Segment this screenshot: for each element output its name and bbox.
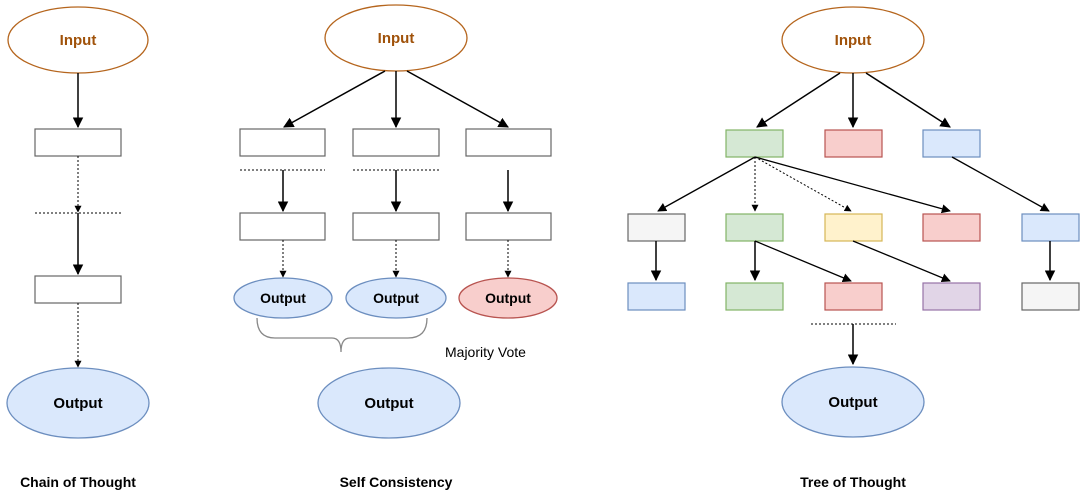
tot-l1-red <box>824 129 883 158</box>
sc-arrow-left <box>283 70 386 128</box>
tree-of-thought-section: Input Output <box>627 6 1080 490</box>
sc-arrow-right <box>406 70 509 128</box>
sc-title: Self Consistency <box>340 474 453 490</box>
sc-branch3-thought1 <box>465 128 552 157</box>
tot-edge-green-yellow <box>754 156 852 212</box>
tot-edge-green-red <box>754 156 951 214</box>
sc-final-output-label: Output <box>364 395 413 412</box>
tot-output-label: Output <box>828 394 877 411</box>
tot-arrow-l1-a <box>756 72 841 128</box>
tot-output-node <box>781 366 925 438</box>
sc-branch1-output-label: Output <box>260 290 306 306</box>
tot-l3-gray <box>1021 282 1080 311</box>
tot-l2-green <box>725 213 784 242</box>
tot-arrow-l1-c <box>865 72 951 128</box>
sc-branch3-output <box>458 277 558 319</box>
tot-l3-red <box>824 282 883 311</box>
tot-edge-blue-blue <box>951 156 1050 212</box>
tot-l2-gray <box>627 213 686 242</box>
self-consistency-section: Input Output Output Output Majority Vote… <box>233 4 558 490</box>
sc-majority-brace <box>256 317 428 353</box>
sc-input-label: Input <box>378 30 415 47</box>
sc-branch3-thought2 <box>465 212 552 241</box>
tot-l2-red <box>922 213 981 242</box>
tot-l2-blue <box>1021 213 1080 242</box>
sc-branch2-output <box>345 277 447 319</box>
cot-thought-2 <box>34 275 122 304</box>
tot-edge-green-gray <box>657 156 756 212</box>
sc-branch2-thought2 <box>352 212 440 241</box>
tot-l3-purple <box>922 282 981 311</box>
cot-thought-1 <box>34 128 122 157</box>
sc-branch1-thought2 <box>239 212 326 241</box>
sc-branch1-output <box>233 277 333 319</box>
sc-majority-vote-label: Majority Vote <box>445 344 526 360</box>
chain-of-thought-section: Input Output Chain of Thought <box>6 6 150 490</box>
sc-branch2-output-label: Output <box>373 290 419 306</box>
sc-branch1-thought1 <box>239 128 326 157</box>
tot-edge-green2-red <box>754 240 852 283</box>
sc-branch2-thought1 <box>352 128 440 157</box>
tot-l1-blue <box>922 129 981 158</box>
cot-input-label: Input <box>60 32 97 49</box>
cot-title: Chain of Thought <box>20 474 136 490</box>
tot-input-label: Input <box>835 32 872 49</box>
sc-final-output <box>317 367 461 439</box>
tot-title: Tree of Thought <box>800 474 906 490</box>
tot-l2-yellow <box>824 213 883 242</box>
tot-l3-blue <box>627 282 686 311</box>
sc-branch3-output-label: Output <box>485 290 531 306</box>
tot-l1-green <box>725 129 784 158</box>
tot-l3-green <box>725 282 784 311</box>
cot-output-node <box>6 367 150 439</box>
tot-edge-yellow-purple <box>852 240 951 283</box>
cot-output-label: Output <box>53 395 102 412</box>
